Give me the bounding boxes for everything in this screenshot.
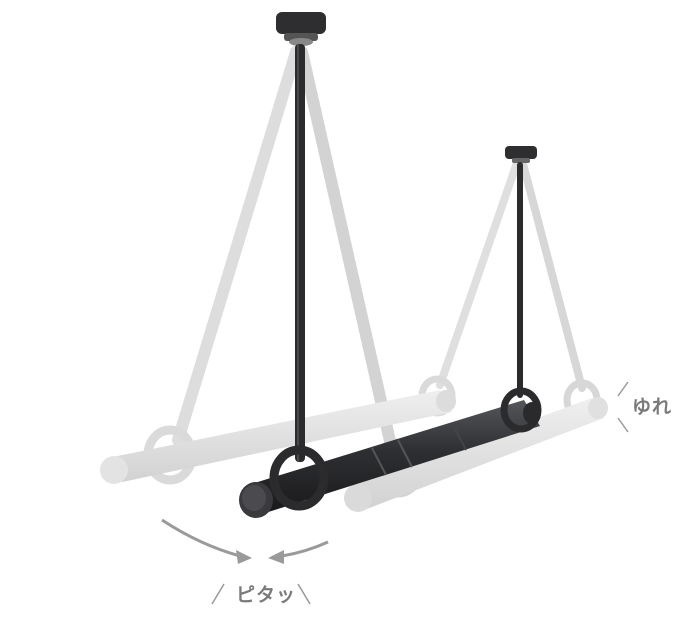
ceiling-mount-right (505, 146, 537, 163)
converging-arrows-icon (161, 518, 329, 564)
hanging-pole-left (295, 44, 305, 462)
bracket-ring-left (269, 445, 329, 511)
stop-slash-marks (211, 583, 311, 605)
ghost-hanger-right (418, 156, 601, 421)
rod-end-cap (239, 482, 273, 518)
rod-end-cap-right (523, 402, 541, 424)
ceiling-mount-left (276, 12, 326, 46)
ghost-bar-left (100, 390, 456, 484)
hanging-pole-right (517, 162, 523, 398)
stop-label: ピタッ (236, 584, 297, 606)
sway-label: ゆれ (632, 396, 673, 418)
slash-lines-icon (617, 381, 629, 433)
ghost-bar-right (344, 397, 608, 512)
